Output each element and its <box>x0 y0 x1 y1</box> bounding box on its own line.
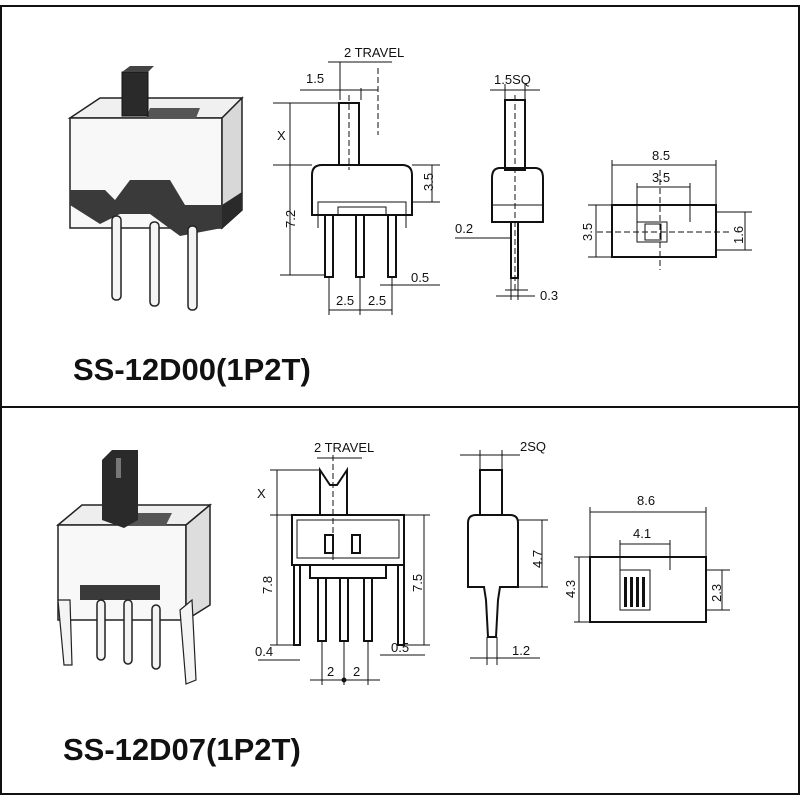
right-height-label-2: 7.5 <box>410 574 425 592</box>
pitch-right-label-2: 2 <box>353 664 360 679</box>
pin-label-1: 0.5 <box>411 270 429 285</box>
pitch-left-label-1: 2.5 <box>336 293 354 308</box>
height-label-2: 7.8 <box>260 576 275 594</box>
actuator-label-2: 2SQ <box>520 439 546 454</box>
width-label-1: 3.5 <box>580 223 595 241</box>
lead-thick-label-1: 0.3 <box>540 288 558 303</box>
top-view-1 <box>588 160 752 270</box>
model-title-2: SS-12D07(1P2T) <box>63 732 301 767</box>
actuator-width-label-2: 2.3 <box>709 584 724 602</box>
height-label-1: 7.2 <box>283 210 298 228</box>
side-view-1 <box>455 84 544 300</box>
actuator-label-1: 1.5SQ <box>494 72 531 87</box>
pitch-left-label-2: 2 <box>327 664 334 679</box>
top-view-2 <box>574 507 730 623</box>
front-view-2 <box>258 455 430 685</box>
width-label-2: 4.3 <box>563 580 578 598</box>
length-label-1: 8.5 <box>652 148 670 163</box>
side-view-2 <box>460 450 548 665</box>
lead-label-2: 1.2 <box>512 643 530 658</box>
slot-label-1: 3.5 <box>652 170 670 185</box>
switch-3d-image-1 <box>67 66 244 311</box>
outer-frame <box>0 5 800 795</box>
x-label-1: X <box>277 128 286 143</box>
model-title-1: SS-12D00(1P2T) <box>73 352 311 387</box>
lead-label-1: 0.2 <box>455 221 473 236</box>
switch-3d-image-2 <box>55 450 213 685</box>
travel-label-2: 2 TRAVEL <box>314 440 374 455</box>
side-height-label-2: 4.7 <box>530 550 545 568</box>
pitch-right-label-1: 2.5 <box>368 293 386 308</box>
actuator-width-label-1: 1.6 <box>731 226 746 244</box>
left-gap-label-2: 0.4 <box>255 644 273 659</box>
offset-label-1: 1.5 <box>306 71 324 86</box>
slot-label-2: 4.1 <box>633 526 651 541</box>
x-label-2: X <box>257 486 266 501</box>
travel-label-1: 2 TRAVEL <box>344 45 404 60</box>
upper-height-label-1: 3.5 <box>421 173 436 191</box>
front-view-1 <box>273 61 440 315</box>
pin-label-2: 0.5 <box>391 640 409 655</box>
length-label-2: 8.6 <box>637 493 655 508</box>
